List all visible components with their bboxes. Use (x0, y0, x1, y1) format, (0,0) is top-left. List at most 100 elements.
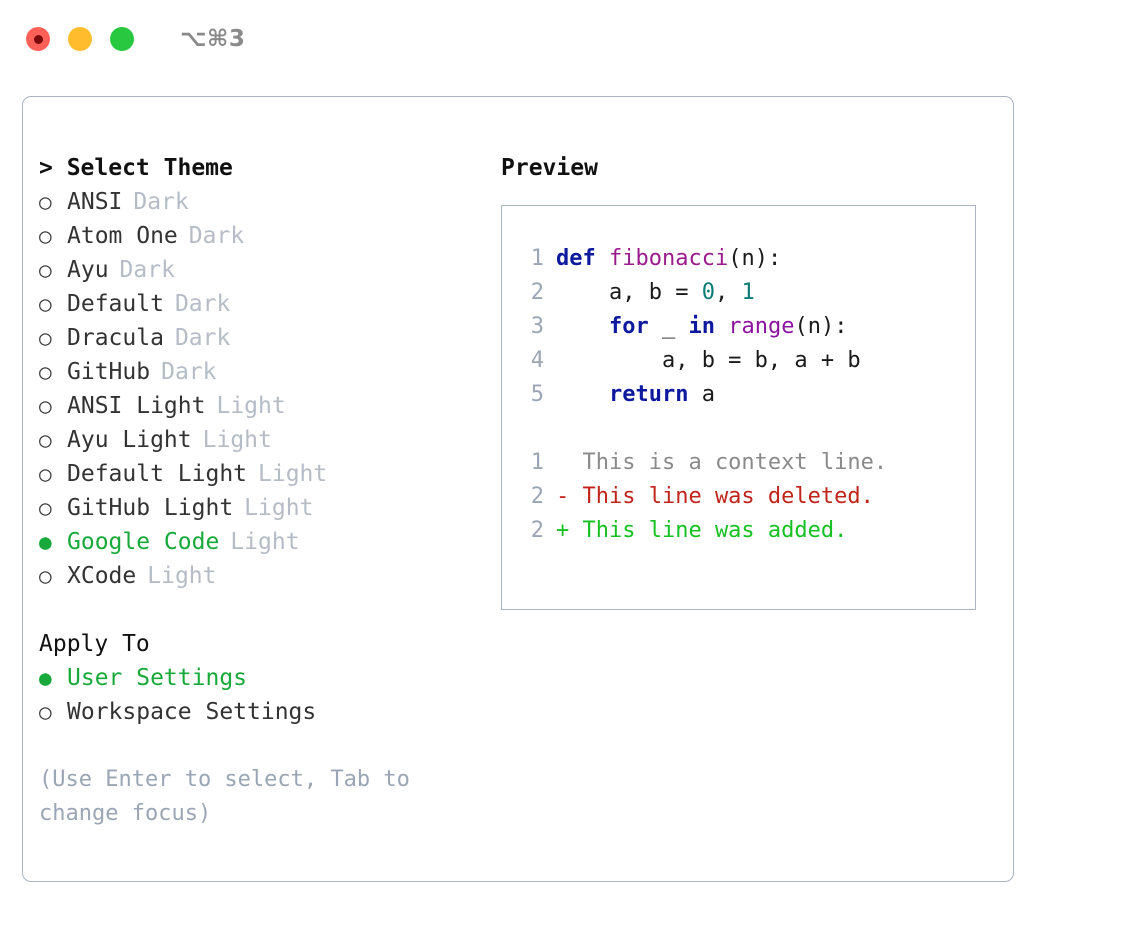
theme-variant-badge: Dark (174, 325, 231, 351)
code-token-plain: a (701, 382, 715, 407)
window-controls (26, 27, 134, 51)
line-number: 5 (530, 382, 544, 407)
code-line-text: This is a context line. (556, 446, 887, 480)
apply-to-option-label: Workspace Settings (67, 699, 317, 725)
theme-variant-badge: Dark (161, 359, 217, 385)
radio-selected-icon: ● (39, 530, 52, 554)
theme-option-label: Dracula (67, 325, 164, 351)
radio-unselected-icon: ○ (39, 292, 52, 316)
code-token-add: + This line was added. (556, 518, 848, 543)
code-token-ctx: This is a context line. (556, 450, 888, 475)
code-token-kw: for (556, 314, 662, 339)
radio-unselected-icon: ○ (39, 326, 52, 350)
code-token-plain: (n): (728, 246, 782, 271)
theme-option-label: GitHub Light (67, 495, 234, 521)
theme-variant-badge: Dark (119, 257, 175, 283)
radio-unselected-icon: ○ (39, 394, 52, 418)
keyboard-hint-text: (Use Enter to select, Tab to change focu… (39, 767, 410, 826)
line-number: 4 (530, 348, 544, 373)
code-token-plain: a, b = b, a + b (556, 348, 861, 373)
line-number: 2 (530, 518, 544, 543)
code-line: 1 def fibonacci(n): (502, 242, 975, 276)
theme-variant-badge: Dark (188, 223, 245, 249)
theme-option-label: Ayu (67, 257, 109, 283)
recording-indicator-icon (33, 34, 43, 44)
code-line-text: a, b = 0, 1 (556, 276, 755, 310)
keyboard-shortcut-label: ⌥⌘3 (180, 26, 246, 52)
preview-title: Preview (501, 155, 598, 181)
code-token-plain: , (714, 280, 742, 305)
radio-unselected-icon: ○ (39, 428, 52, 452)
code-token-plain: a, b = (556, 280, 702, 305)
diff-line: 2 + This line was added. (502, 514, 975, 548)
apply-to-option-label: User Settings (67, 665, 248, 691)
code-token-fn: fibonacci (608, 246, 729, 271)
apply-to-option-user-settings[interactable]: ● User Settings (39, 661, 499, 695)
code-token-del: - This line was deleted. (556, 484, 874, 509)
code-token-builtin: range (728, 314, 795, 339)
theme-option-ayu-light[interactable]: ○ Ayu Light Light (39, 423, 499, 457)
close-button[interactable] (26, 27, 50, 51)
radio-unselected-icon: ○ (39, 224, 52, 248)
code-line: 2 a, b = 0, 1 (502, 276, 975, 310)
code-line: 4 a, b = b, a + b (502, 344, 975, 378)
theme-option-xcode[interactable]: ○ XCode Light (39, 559, 499, 593)
theme-option-google-code[interactable]: ● Google Code Light (39, 525, 499, 559)
diff-sample: 1 This is a context line. 2 - This line wa… (502, 446, 975, 548)
radio-selected-icon: ● (39, 666, 52, 690)
theme-option-label: Atom One (67, 223, 178, 249)
theme-option-atom-one[interactable]: ○ Atom One Dark (39, 219, 499, 253)
radio-unselected-icon: ○ (39, 700, 52, 724)
theme-option-label: ANSI (67, 189, 123, 215)
code-line-text: return a (556, 378, 715, 412)
theme-option-ayu[interactable]: ○ Ayu Dark (39, 253, 499, 287)
code-line-text: a, b = b, a + b (556, 344, 861, 378)
diff-line: 2 - This line was deleted. (502, 480, 975, 514)
theme-option-ansi[interactable]: ○ ANSI Dark (39, 185, 499, 219)
radio-unselected-icon: ○ (39, 190, 52, 214)
diff-line: 1 This is a context line. (502, 446, 975, 480)
theme-option-label: XCode (67, 563, 137, 589)
line-number: 2 (530, 484, 544, 509)
theme-option-dracula[interactable]: ○ Dracula Dark (39, 321, 499, 355)
theme-variant-badge: Light (244, 495, 314, 521)
code-line: 5 return a (502, 378, 975, 412)
code-token-num: 1 (741, 280, 755, 305)
line-number: 2 (530, 280, 544, 305)
theme-variant-badge: Light (230, 529, 300, 555)
radio-unselected-icon: ○ (39, 258, 52, 282)
code-line-text: - This line was deleted. (556, 480, 874, 514)
theme-option-label: Google Code (67, 529, 220, 555)
section-spacer (39, 593, 499, 627)
code-line: 3 for _ in range(n): (502, 310, 975, 344)
apply-to-header: Apply To (39, 631, 150, 657)
title-bar: ⌥⌘3 (0, 0, 1140, 78)
theme-variant-badge: Light (147, 563, 217, 589)
theme-option-label: Ayu Light (67, 427, 192, 453)
minimize-button[interactable] (68, 27, 92, 51)
apply-to-option-workspace-settings[interactable]: ○ Workspace Settings (39, 695, 499, 729)
line-number: 1 (530, 246, 544, 271)
code-token-kw: def (556, 246, 609, 271)
radio-unselected-icon: ○ (39, 564, 52, 588)
line-number: 3 (530, 314, 544, 339)
theme-variant-badge: Light (202, 427, 272, 453)
code-line-text: + This line was added. (556, 514, 847, 548)
code-diff-separator (502, 412, 975, 446)
code-token-plain: _ (661, 314, 689, 339)
radio-unselected-icon: ○ (39, 462, 52, 486)
theme-variant-badge: Dark (133, 189, 189, 215)
select-theme-header: > Select Theme (39, 155, 233, 181)
maximize-button[interactable] (110, 27, 134, 51)
theme-option-label: ANSI Light (67, 393, 206, 419)
